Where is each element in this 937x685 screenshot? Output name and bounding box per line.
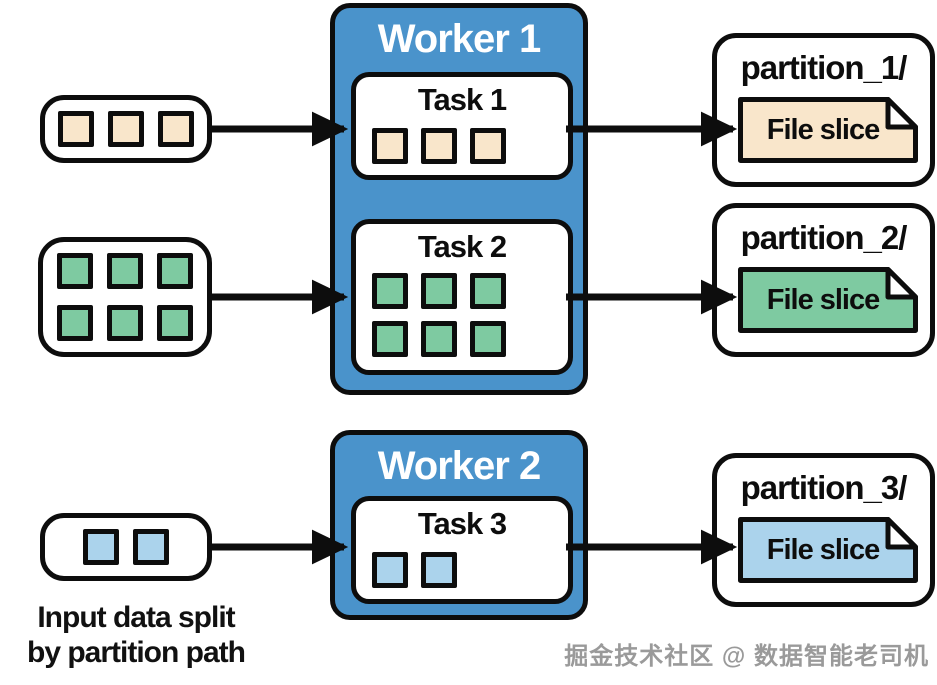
data-block [133,529,169,565]
data-block [157,305,193,341]
data-block [58,111,94,147]
input-batch-1 [40,95,212,163]
folded-corner-icon [885,97,918,130]
input-batch-3 [40,513,212,581]
data-block [108,111,144,147]
file-slice-3: File slice [738,517,918,583]
data-block [57,253,93,289]
data-block [57,305,93,341]
task-3-title: Task 3 [417,506,507,541]
task-2-data-blocks [372,273,568,357]
folded-corner-icon [885,517,918,550]
data-block [421,273,457,309]
task-3-data-blocks [372,552,568,588]
worker-1-title: Worker 1 [377,17,541,61]
task-2-title: Task 2 [417,229,507,264]
worker-2-title: Worker 2 [377,444,541,488]
folded-corner-icon [885,267,918,300]
task-3-box: Task 3 [351,496,573,604]
data-block [372,128,408,164]
task-1-box: Task 1 [351,72,573,180]
data-block [421,321,457,357]
file-slice-icon [738,97,918,163]
partition-1-title: partition_1/ [740,49,908,86]
data-block [158,111,194,147]
data-block [107,253,143,289]
worker-1-box: Worker 1 Task 1 Task 2 [330,3,588,395]
data-block [421,552,457,588]
data-block [372,552,408,588]
watermark: 掘金技术社区 @ 数据智能老司机 [564,643,929,670]
data-block [470,273,506,309]
diagram-caption: Input data split by partition path [0,600,272,670]
partition-3-title: partition_3/ [740,469,908,506]
task-1-data-blocks [372,128,568,164]
partition-3-box: partition_3/ File slice [712,453,935,607]
partition-2-box: partition_2/ File slice [712,203,935,357]
data-block [470,128,506,164]
input-batch-2 [38,237,212,357]
file-slice-icon [738,517,918,583]
file-slice-1: File slice [738,97,918,163]
partition-1-box: partition_1/ File slice [712,33,935,187]
worker-2-box: Worker 2 Task 3 [330,430,588,620]
task-1-title: Task 1 [417,82,507,117]
data-block [372,321,408,357]
caption-line-2: by partition path [27,636,246,669]
caption-line-1: Input data split [37,601,235,634]
data-block [107,305,143,341]
data-block [421,128,457,164]
data-block [372,273,408,309]
file-slice-1-label: File slice [766,113,881,146]
task-2-box: Task 2 [351,219,573,375]
file-slice-icon [738,267,918,333]
data-block [157,253,193,289]
data-block [470,321,506,357]
partition-2-title: partition_2/ [740,219,908,256]
file-slice-2-label: File slice [766,283,881,316]
data-block [83,529,119,565]
file-slice-2: File slice [738,267,918,333]
file-slice-3-label: File slice [766,533,881,566]
